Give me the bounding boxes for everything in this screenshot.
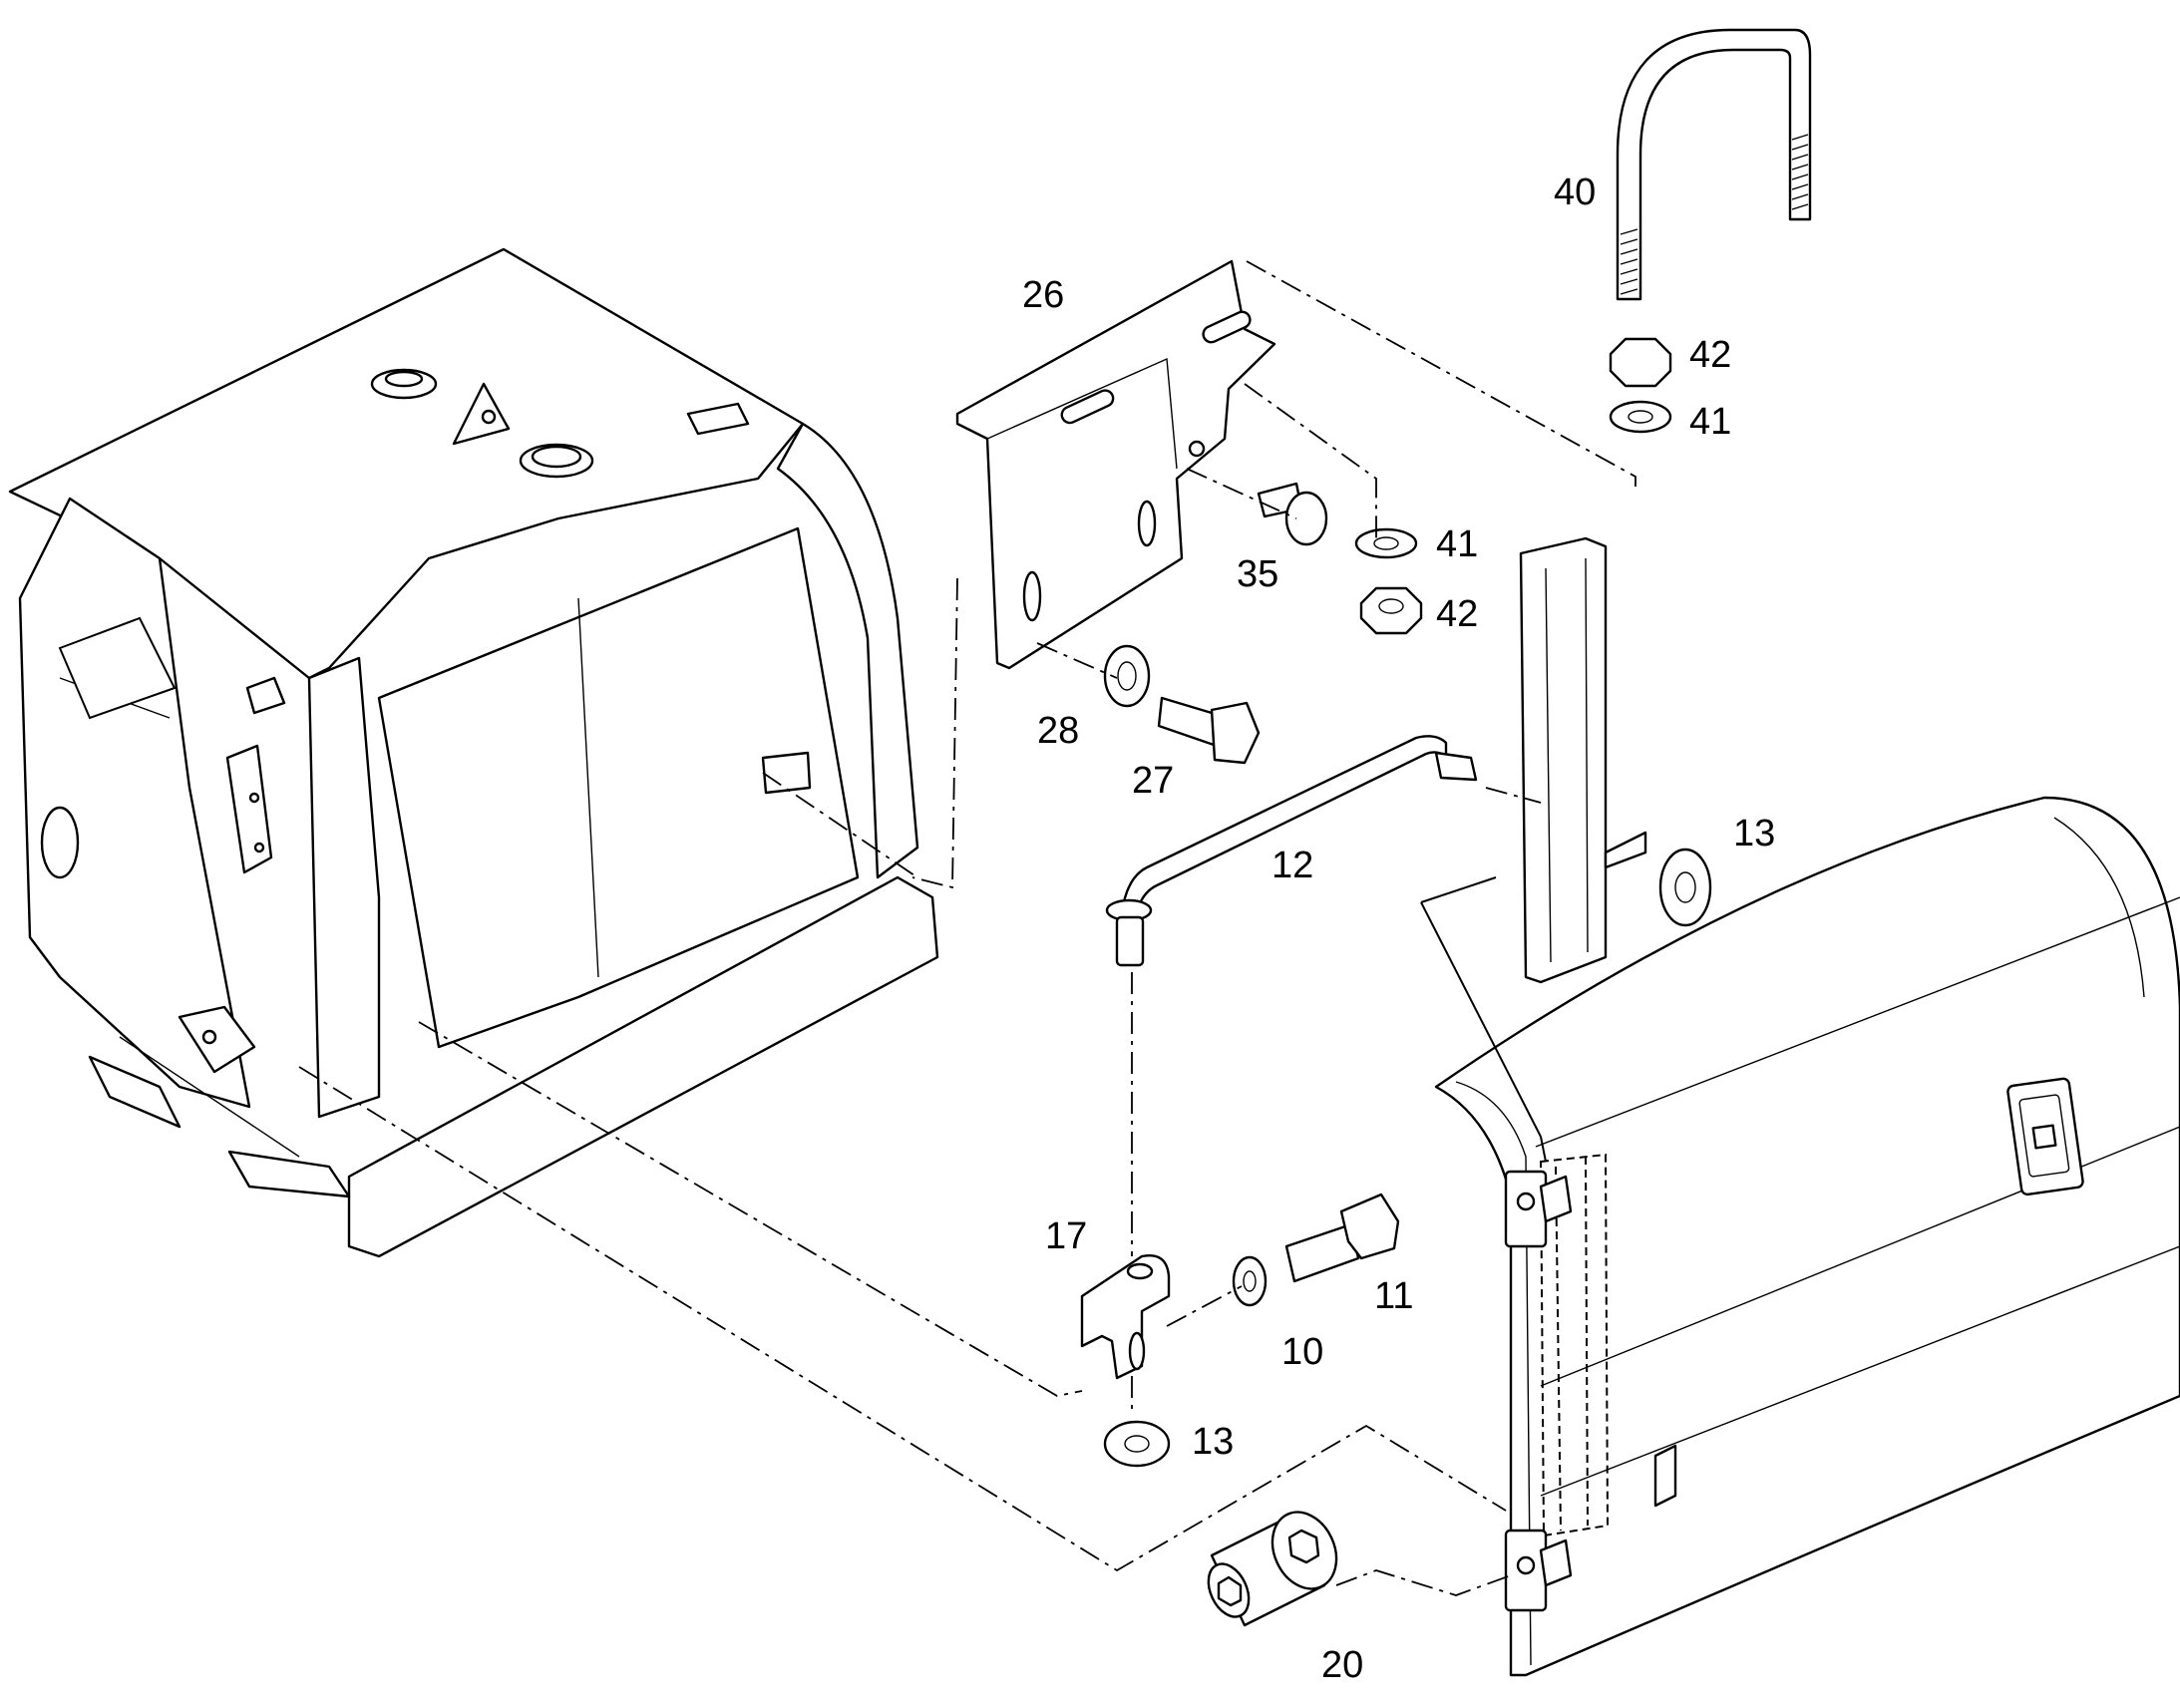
bolt-11 xyxy=(1284,1193,1400,1283)
mounting-bracket xyxy=(955,259,1276,670)
u-bolt-40 xyxy=(1616,28,1812,301)
callout-35: 35 xyxy=(1237,553,1278,595)
callout-42-middle: 42 xyxy=(1436,593,1478,635)
callout-10: 10 xyxy=(1281,1331,1323,1373)
callout-12: 12 xyxy=(1272,845,1313,886)
cab-housing xyxy=(8,247,939,1258)
callout-labels: 40 26 42 41 35 41 42 28 27 12 13 17 11 1… xyxy=(1022,171,1775,1686)
callout-17: 17 xyxy=(1045,1215,1087,1257)
washer-41-top xyxy=(1609,400,1672,434)
callout-11: 11 xyxy=(1374,1275,1413,1317)
nut-42-top xyxy=(1609,337,1672,388)
hinge-plate xyxy=(1519,536,1647,984)
bolt-27 xyxy=(1157,696,1261,765)
nut-42 xyxy=(1359,586,1423,635)
washer-13-top xyxy=(1658,848,1712,927)
bolt-35 xyxy=(1257,482,1328,546)
callout-27: 27 xyxy=(1132,760,1174,802)
latch-17 xyxy=(1080,1254,1171,1380)
callout-41-middle: 41 xyxy=(1436,523,1478,565)
washer-10 xyxy=(1232,1255,1268,1307)
door-panel xyxy=(1434,796,2180,1677)
callout-20: 20 xyxy=(1321,1644,1363,1686)
callout-41-top: 41 xyxy=(1689,401,1731,443)
callout-26: 26 xyxy=(1022,274,1064,316)
washer-41 xyxy=(1354,527,1418,559)
washer-13-bottom xyxy=(1103,1420,1171,1468)
hinge-rod-12 xyxy=(1105,735,1478,967)
callout-40: 40 xyxy=(1554,171,1596,213)
washer-28 xyxy=(1103,644,1151,708)
bushing-20 xyxy=(1207,1511,1338,1627)
callout-42-top: 42 xyxy=(1689,334,1731,376)
leader-lines xyxy=(298,260,1636,1596)
callout-28: 28 xyxy=(1037,710,1079,752)
callout-13-bottom: 13 xyxy=(1192,1421,1234,1463)
callout-13-top: 13 xyxy=(1733,813,1775,854)
